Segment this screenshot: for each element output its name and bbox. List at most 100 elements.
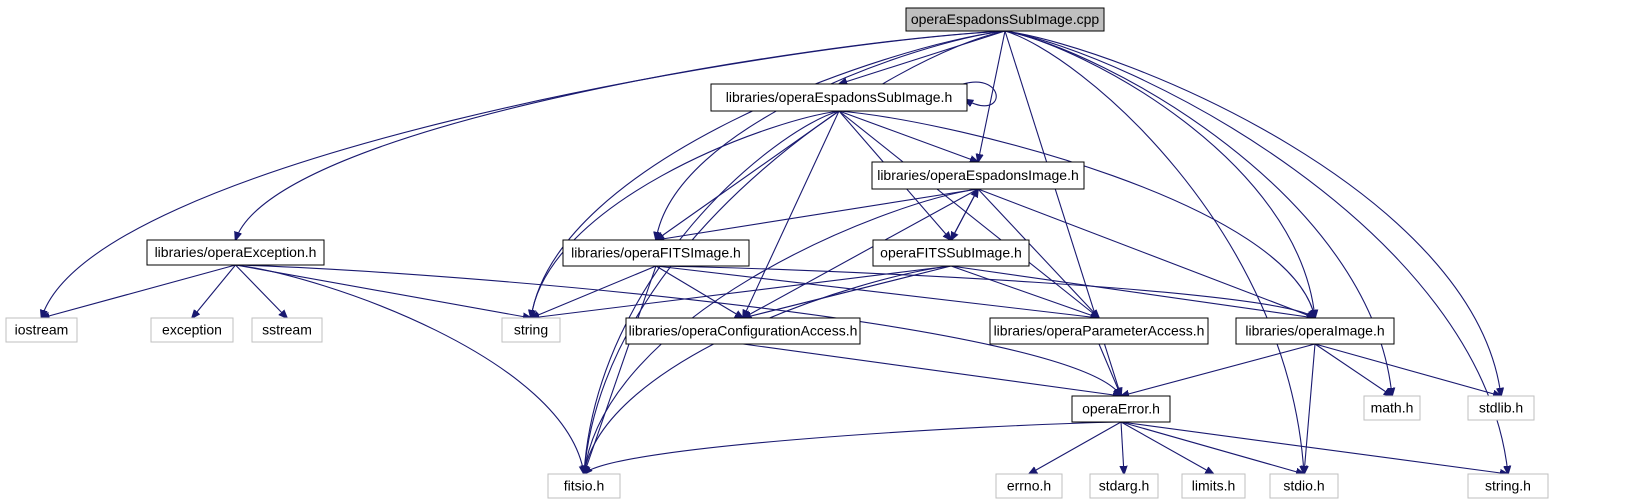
edge-img-to-stdlib	[1314, 343, 1501, 396]
node-img[interactable]: libraries/operaImage.h	[1235, 317, 1395, 345]
edge-root-to-espImg	[978, 30, 1006, 162]
edge-img-to-err	[1121, 343, 1316, 396]
edge-root-to-string	[531, 30, 1006, 318]
node-box-exc[interactable]	[146, 239, 325, 266]
edge-espSub-to-fitsio	[584, 110, 840, 474]
node-box-img[interactable]	[1235, 317, 1395, 345]
node-conf[interactable]: libraries/operaConfigurationAccess.h	[625, 317, 861, 345]
node-label-img: libraries/operaImage.h	[1245, 323, 1384, 339]
node-stdio: stdio.h	[1269, 473, 1339, 499]
node-label-err: operaError.h	[1082, 401, 1160, 417]
edge-root-to-fitsImg	[656, 30, 1006, 240]
node-label-stringh: string.h	[1485, 478, 1531, 494]
node-fitsImg[interactable]: libraries/operaFITSImage.h	[562, 239, 750, 267]
node-label-espSub: libraries/operaEspadonsSubImage.h	[726, 89, 952, 105]
node-box-root[interactable]	[905, 7, 1105, 32]
edge-espSub-to-espSub	[962, 81, 997, 106]
edge-img-to-stdio	[1304, 343, 1316, 474]
edge-fitsSub-to-espImg	[950, 189, 978, 241]
graph-nodes: operaEspadonsSubImage.cpp libraries/opera…	[5, 7, 1549, 499]
node-stdarg: stdarg.h	[1089, 473, 1159, 499]
edge-fitsSub-to-fitsio	[584, 265, 952, 474]
edge-root-to-img	[1004, 30, 1315, 318]
node-box-conf[interactable]	[625, 317, 861, 345]
node-label-exception: exception	[162, 322, 222, 338]
edge-exc-to-err	[235, 264, 1122, 396]
node-iostream: iostream	[5, 317, 78, 343]
edge-err-to-limits	[1120, 421, 1214, 474]
edge-fitsImg-to-param	[655, 265, 1099, 318]
node-box-param[interactable]	[989, 317, 1209, 345]
node-err[interactable]: operaError.h	[1071, 395, 1171, 423]
node-fitsio: fitsio.h	[547, 473, 621, 499]
edge-err-to-errno	[1029, 421, 1122, 474]
edge-fitsSub-to-param	[950, 265, 1099, 318]
edge-err-to-fitsio	[584, 421, 1122, 474]
node-label-root: operaEspadonsSubImage.cpp	[911, 11, 1100, 27]
edge-img-to-math	[1314, 343, 1392, 396]
graph-edges	[42, 30, 1509, 474]
node-box-stringh	[1467, 473, 1549, 499]
edge-espImg-to-param	[977, 188, 1099, 318]
edge-root-to-iostream	[42, 30, 1006, 318]
edge-espSub-to-fitsImg	[656, 110, 840, 240]
node-label-param: libraries/operaParameterAccess.h	[994, 323, 1205, 339]
node-label-iostream: iostream	[15, 322, 69, 338]
node-errno: errno.h	[995, 473, 1063, 499]
node-label-exc: libraries/operaException.h	[155, 244, 317, 260]
edge-err-to-stringh	[1120, 421, 1508, 474]
edge-root-to-stringh	[1004, 30, 1508, 474]
edge-err-to-stdarg	[1121, 421, 1124, 474]
node-label-fitsio: fitsio.h	[564, 478, 604, 494]
node-string: string	[501, 317, 561, 343]
node-box-espImg[interactable]	[871, 161, 1085, 190]
edge-err-to-stdio	[1120, 421, 1304, 474]
node-box-err[interactable]	[1071, 395, 1171, 423]
node-param[interactable]: libraries/operaParameterAccess.h	[989, 317, 1209, 345]
edge-espSub-to-espImg	[838, 110, 978, 162]
node-label-stdarg: stdarg.h	[1099, 478, 1150, 494]
edge-root-to-fitsio	[584, 30, 1006, 474]
node-box-espSub[interactable]	[710, 83, 968, 112]
node-fitsSub[interactable]: operaFITSSubImage.h	[872, 239, 1030, 267]
edge-espSub-to-conf	[743, 110, 840, 318]
node-box-exception	[150, 317, 234, 343]
node-label-conf: libraries/operaConfigurationAccess.h	[629, 323, 858, 339]
edge-espSub-to-string	[531, 110, 840, 318]
node-box-sstream	[251, 317, 323, 343]
node-espSub[interactable]: libraries/operaEspadonsSubImage.h	[710, 83, 968, 112]
node-box-stdlib	[1467, 395, 1535, 421]
edge-fitsImg-to-img	[655, 265, 1315, 318]
edge-exc-to-iostream	[42, 264, 236, 318]
node-label-espImg: libraries/operaEspadonsImage.h	[877, 167, 1079, 183]
node-box-stdio	[1269, 473, 1339, 499]
node-math: math.h	[1363, 395, 1421, 421]
edge-conf-to-err	[742, 343, 1121, 396]
edge-espImg-to-img	[977, 188, 1315, 318]
node-label-errno: errno.h	[1007, 478, 1051, 494]
node-box-fitsio	[547, 473, 621, 499]
edge-espImg-to-conf	[743, 188, 979, 318]
edge-fitsSub-to-string	[531, 265, 952, 318]
node-exc[interactable]: libraries/operaException.h	[146, 239, 325, 266]
edge-espSub-to-param	[838, 110, 1099, 318]
edge-root-to-exc	[236, 30, 1006, 240]
node-label-math: math.h	[1371, 400, 1414, 416]
edge-root-to-stdio	[1004, 30, 1304, 474]
node-limits: limits.h	[1181, 473, 1246, 499]
node-box-errno	[995, 473, 1063, 499]
edge-fitsSub-to-img	[950, 265, 1315, 318]
node-espImg[interactable]: libraries/operaEspadonsImage.h	[871, 161, 1085, 190]
node-box-fitsSub[interactable]	[872, 239, 1030, 267]
node-stringh: string.h	[1467, 473, 1549, 499]
node-box-fitsImg[interactable]	[562, 239, 750, 267]
edge-fitsImg-to-fitsio	[584, 265, 657, 474]
node-exception: exception	[150, 317, 234, 343]
node-label-fitsSub: operaFITSSubImage.h	[880, 245, 1022, 261]
edge-espImg-to-fitsImg	[656, 188, 979, 240]
edge-param-to-err	[1098, 343, 1121, 396]
edge-root-to-stdlib	[1004, 30, 1501, 396]
node-root[interactable]: operaEspadonsSubImage.cpp	[905, 7, 1105, 32]
node-label-stdlib: stdlib.h	[1479, 400, 1523, 416]
